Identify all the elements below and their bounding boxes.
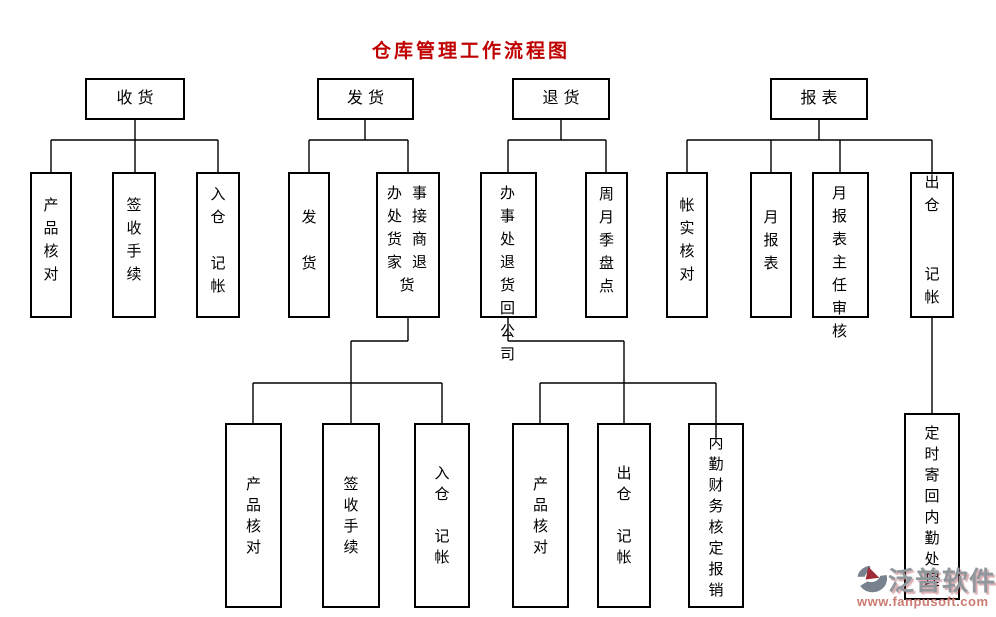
node-shipping-ship-goods: 发 货 (288, 172, 330, 318)
node-shipping: 发货 (317, 78, 414, 120)
node-receiving-signoff-procedure: 签 收 手 续 (112, 172, 156, 318)
receiving-branch-lines (50, 120, 219, 172)
node-returns-product-check: 产 品 核 对 (512, 423, 569, 608)
returns-sub-branch-lines (507, 318, 717, 437)
fanpu-logo-icon (857, 565, 888, 593)
node-receiving: 收货 (85, 78, 185, 120)
returns-branch-lines (507, 120, 607, 172)
node-shipping-warehouse-in-bookkeeping: 入 仓 记 帐 (414, 423, 470, 608)
node-reports-scheduled-mail-back: 定 时 寄 回 内 勤 处 理 (904, 413, 960, 600)
node-reports-monthly-report: 月 报 表 (750, 172, 792, 318)
watermark-brand: 泛普软件 (888, 566, 996, 596)
node-reports-account-reality-check: 帐 实 核 对 (666, 172, 708, 318)
node-shipping-office-handles-merchant-returns: 办事 处接 货商 家退 货 (376, 172, 440, 318)
watermark: 泛普软件 www.fanpusoft.com (854, 562, 996, 616)
node-returns-office-returns-to-company: 办事 处退 货回 公司 (480, 172, 537, 363)
shipping-branch-lines (308, 120, 409, 172)
node-receiving-product-check: 产 品 核 对 (30, 172, 72, 318)
node-shipping-signoff-procedure: 签 收 手 续 (322, 423, 380, 608)
node-returns-warehouse-out-bookkeeping: 出 仓 记 帐 (597, 423, 651, 608)
node-reports: 报表 (770, 78, 868, 120)
reports-branch-lines (686, 120, 933, 172)
node-returns-periodic-inventory: 周 月 季 盘 点 (585, 172, 628, 318)
node-receiving-warehouse-in-bookkeeping: 入 仓 记 帐 (196, 172, 240, 318)
node-returns-backoffice-finance-approval: 内 勤 财 务 核 定 报 销 (688, 423, 744, 608)
node-reports-monthly-report-director-review: 月报 表主 任审 核 (812, 172, 869, 340)
node-reports-warehouse-out-bookkeeping: 出 仓 记 帐 (910, 172, 954, 318)
shipping-sub-branch-lines (252, 318, 443, 423)
node-returns: 退货 (512, 78, 610, 120)
page-title: 仓库管理工作流程图 (371, 41, 570, 62)
watermark-url: www.fanpusoft.com (857, 594, 989, 609)
node-shipping-product-check: 产 品 核 对 (225, 423, 282, 608)
